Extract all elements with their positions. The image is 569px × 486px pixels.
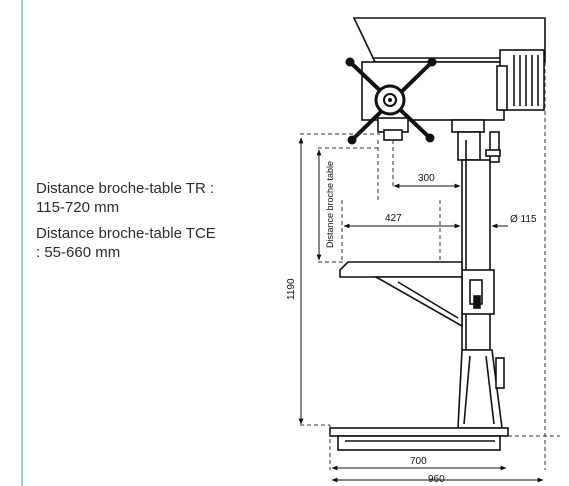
column xyxy=(451,119,505,429)
drill-head xyxy=(352,17,546,141)
spec-tr: Distance broche-table TR : 115-720 mm xyxy=(36,180,215,216)
dim-115-label: Ø 115 xyxy=(510,214,537,225)
spec-list: Distance broche-table TR : 115-720 mm Di… xyxy=(36,180,216,270)
dimension-lines xyxy=(298,137,544,483)
dim-960-label: 960 xyxy=(428,474,445,485)
feed-handle xyxy=(345,57,437,145)
dim-300-label: 300 xyxy=(418,173,435,184)
dim-700-label: 700 xyxy=(410,456,427,467)
distance-broche-table-label: Distance broche table xyxy=(325,161,335,248)
work-table xyxy=(339,261,463,328)
dim-427-label: 427 xyxy=(385,213,402,224)
left-accent-rule xyxy=(21,0,23,486)
spec-tce: Distance broche-table TCE : 55-660 mm xyxy=(36,225,216,261)
reference-lines xyxy=(300,62,560,470)
dim-1190-label: 1190 xyxy=(286,278,297,300)
base xyxy=(329,427,509,451)
